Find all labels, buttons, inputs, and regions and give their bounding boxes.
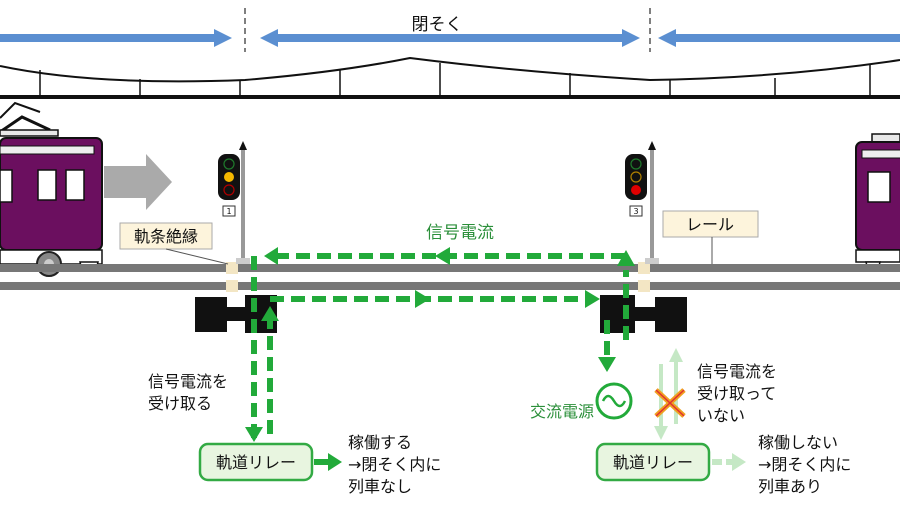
svg-text:受け取って: 受け取って bbox=[697, 384, 776, 403]
signal-lamp-red-off bbox=[223, 184, 235, 196]
signal-current-arrowheads bbox=[245, 247, 635, 442]
catenary bbox=[0, 56, 900, 99]
signal-lamp-yellow-off bbox=[630, 171, 642, 183]
relay-left-label: 軌道リレー bbox=[216, 453, 296, 472]
signal-right: 3 bbox=[625, 141, 659, 264]
label-insulation: 軌条絶縁 bbox=[119, 222, 229, 265]
svg-text:信号電流を: 信号電流を bbox=[697, 362, 777, 381]
signal-lamp-yellow-on bbox=[224, 172, 234, 182]
label-rail: レール bbox=[662, 210, 759, 264]
ac-source: 交流電源 bbox=[530, 382, 633, 421]
sine-wave-icon bbox=[601, 394, 627, 408]
left-result-text: 稼働する →閉そく内に 列車なし bbox=[348, 433, 441, 496]
train-right bbox=[855, 133, 900, 271]
rail-insulation-left bbox=[226, 262, 238, 274]
svg-text:列車あり: 列車あり bbox=[758, 477, 822, 496]
relay-right-output-arrow-faded bbox=[712, 453, 746, 471]
svg-text:受け取る: 受け取る bbox=[148, 394, 212, 413]
signal-lamp-red-on bbox=[631, 185, 641, 195]
train-left bbox=[0, 101, 172, 277]
svg-text:稼働しない: 稼働しない bbox=[758, 433, 838, 452]
relay-left: 軌道リレー bbox=[198, 442, 314, 482]
direction-arrow bbox=[104, 154, 172, 210]
track bbox=[0, 262, 900, 292]
signal-number-left: 1 bbox=[226, 207, 231, 216]
signal-number-right: 3 bbox=[633, 207, 638, 216]
left-receive-note: 信号電流を 受け取る bbox=[148, 372, 228, 413]
right-not-receive-note: 信号電流を 受け取って いない bbox=[697, 362, 777, 425]
block-arrows: 閉そく bbox=[0, 8, 900, 52]
cross-mark-icon bbox=[654, 388, 686, 418]
svg-text:稼働する: 稼働する bbox=[348, 433, 412, 452]
svg-text:→閉そく内に: →閉そく内に bbox=[348, 455, 441, 474]
relay-right-label: 軌道リレー bbox=[613, 453, 693, 472]
svg-text:信号電流を: 信号電流を bbox=[148, 372, 228, 391]
ac-source-label: 交流電源 bbox=[530, 402, 594, 421]
signal-left: 1 bbox=[218, 141, 250, 264]
svg-text:→閉そく内に: →閉そく内に bbox=[758, 455, 851, 474]
rail-insulation-right bbox=[638, 262, 650, 274]
relay-left-output-arrow bbox=[314, 453, 342, 471]
block-section-label: 閉そく bbox=[412, 15, 463, 35]
svg-text:いない: いない bbox=[697, 406, 745, 425]
right-result-text: 稼働しない →閉そく内に 列車あり bbox=[758, 433, 851, 496]
svg-text:軌条絶縁: 軌条絶縁 bbox=[134, 227, 198, 246]
svg-text:列車なし: 列車なし bbox=[348, 477, 412, 496]
signal-lamp-green-off bbox=[223, 158, 235, 170]
svg-text:レール: レール bbox=[686, 215, 734, 234]
signal-lamp-green-off bbox=[630, 158, 642, 170]
relay-right: 軌道リレー bbox=[595, 442, 711, 482]
signal-current-label: 信号電流 bbox=[426, 223, 494, 243]
